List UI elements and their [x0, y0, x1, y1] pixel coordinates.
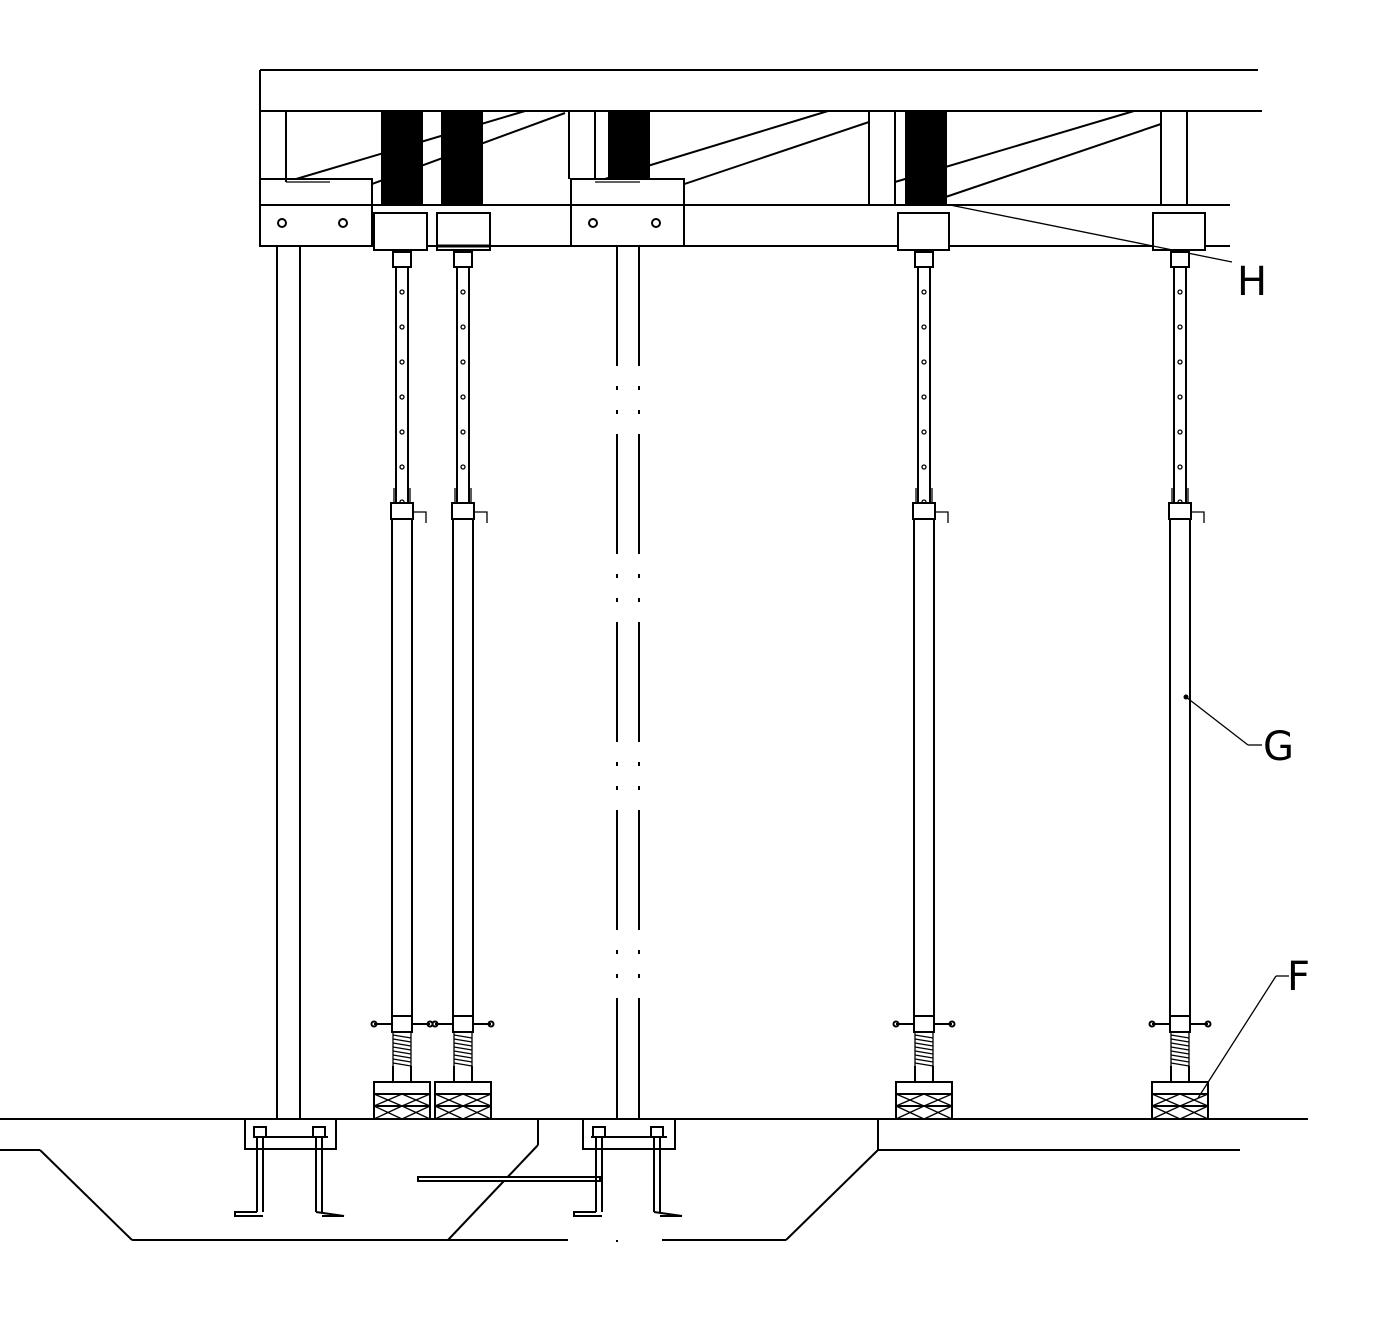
bolt-hole: [338, 218, 348, 228]
pin-hole: [1177, 289, 1183, 295]
base-plate-2: [573, 1118, 683, 1217]
prop-head-3: [897, 212, 950, 251]
pin-hole: [460, 289, 466, 295]
pin-clamp: [912, 502, 936, 520]
black-member-1: [381, 111, 423, 205]
pin-hole: [1177, 429, 1183, 435]
jack-nut: [913, 1015, 935, 1033]
prop-1: [370, 251, 434, 1120]
pin-hole: [399, 394, 405, 400]
pin-hole: [921, 324, 927, 330]
connection-plate-middle: [570, 178, 685, 247]
pin-hole: [1177, 359, 1183, 365]
pin-clamp: [1168, 502, 1192, 520]
leader-g: [1185, 696, 1249, 746]
pin-hole: [460, 324, 466, 330]
pin-clamp: [390, 502, 414, 520]
prop-4: [1148, 251, 1212, 1120]
connection-plate-left: [259, 178, 373, 247]
label-f: F: [1287, 954, 1310, 1000]
pin-hole: [921, 359, 927, 365]
base-block: [1151, 1081, 1209, 1120]
pin-hole: [399, 464, 405, 470]
pin-hole: [399, 324, 405, 330]
pin-hole: [921, 464, 927, 470]
label-h: H: [1237, 259, 1267, 305]
bolt-hole: [277, 218, 287, 228]
anchor-nut: [253, 1126, 267, 1138]
base-plates: [234, 1118, 683, 1217]
jack-nut: [391, 1015, 413, 1033]
leader-dot: [1183, 694, 1189, 700]
base-block: [434, 1081, 492, 1120]
pin-hole: [460, 464, 466, 470]
pin-hole: [460, 359, 466, 365]
prop-3: [892, 251, 956, 1120]
jack-nut: [452, 1015, 474, 1033]
pin-hole: [1177, 394, 1183, 400]
jack-nut: [1169, 1015, 1191, 1033]
adjustable-props: [370, 251, 1212, 1120]
pin-hole: [921, 289, 927, 295]
anchor-nut: [650, 1126, 664, 1138]
inner-tube-collar: [1170, 251, 1190, 268]
pin-hole: [399, 429, 405, 435]
prop-head-2: [436, 212, 491, 251]
pin-hole: [399, 359, 405, 365]
prop-head-4: [1152, 212, 1206, 251]
anchor-nut: [592, 1126, 606, 1138]
inner-tube-collar: [914, 251, 934, 268]
callouts: H G F: [1183, 259, 1310, 1099]
leader-f: [1197, 975, 1277, 1099]
pin-hole: [921, 429, 927, 435]
black-member-4: [905, 111, 947, 205]
main-column-left: [276, 246, 301, 1125]
pin-hole: [460, 394, 466, 400]
pin-hole: [1177, 324, 1183, 330]
inner-tube-collar: [392, 251, 412, 268]
bolt-hole: [588, 218, 598, 228]
main-column-middle: [616, 246, 640, 1125]
pin-hole: [1177, 464, 1183, 470]
bolt-hole: [651, 218, 661, 228]
base-plate-1: [234, 1118, 345, 1217]
prop-head-1: [373, 212, 428, 251]
pin-hole: [399, 289, 405, 295]
rebar: [417, 1176, 601, 1182]
pin-hole: [460, 429, 466, 435]
base-block: [895, 1081, 953, 1120]
inner-tube-collar: [453, 251, 473, 268]
prop-2: [431, 251, 495, 1120]
pin-hole: [921, 394, 927, 400]
anchor-nut: [312, 1126, 326, 1138]
base-block: [373, 1081, 431, 1120]
top-truss: [259, 69, 1262, 263]
label-g: G: [1263, 724, 1294, 770]
pin-clamp: [451, 502, 475, 520]
black-member-2: [441, 111, 483, 205]
